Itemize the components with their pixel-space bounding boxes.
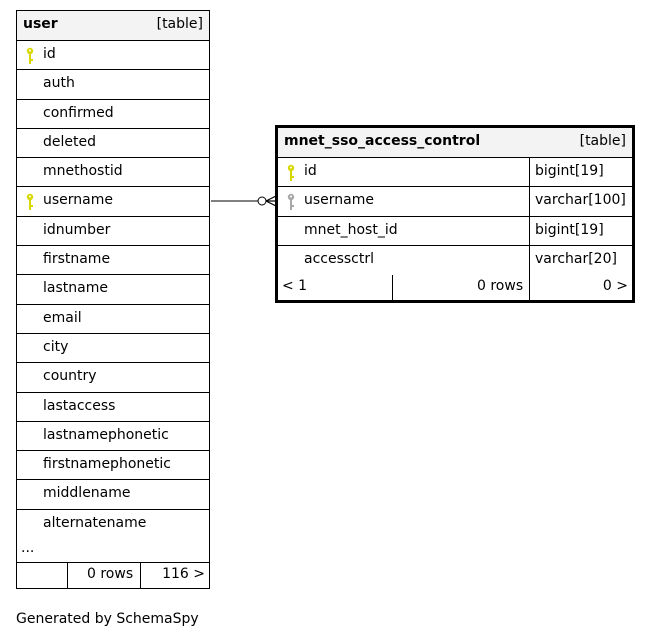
more-columns-ellipsis: ... <box>21 540 35 557</box>
generated-by-text: Generated by SchemaSpy <box>16 611 199 627</box>
user-more-row: ... <box>17 539 209 564</box>
column-name: firstnamephonetic <box>43 456 171 473</box>
user-table-header[interactable]: user [table] <box>17 11 209 41</box>
primary-key-icon <box>26 47 34 64</box>
sso-table-footer: < 1 0 rows 0 > <box>278 275 632 301</box>
column-row-alternatename[interactable]: alternatename <box>17 510 209 539</box>
column-name: confirmed <box>43 104 114 121</box>
column-name: accessctrl <box>304 250 375 267</box>
column-row-confirmed[interactable]: confirmed <box>17 100 209 129</box>
user-column-list: id auth confirmed deleted mnethostid username… <box>17 41 209 539</box>
user-table[interactable]: user [table] id auth confirmed deleted mneth… <box>16 10 210 590</box>
type-divider <box>529 158 530 187</box>
sso-table-header[interactable]: mnet_sso_access_control [table] <box>278 128 632 158</box>
column-row-mnet_host_id[interactable]: mnet_host_id bigint[19] <box>278 216 632 246</box>
primary-key-icon <box>287 164 295 181</box>
user-table-type: [table] <box>156 16 203 32</box>
column-row-city[interactable]: city <box>17 334 209 364</box>
zero-optional-marker <box>257 196 267 206</box>
column-row-username[interactable]: username varchar[100] <box>278 187 632 217</box>
column-name: firstname <box>43 251 111 268</box>
sso-footer-children[interactable]: 0 > <box>602 278 628 295</box>
column-name: middlename <box>43 485 131 502</box>
column-row-mnethostid[interactable]: mnethostid <box>17 158 209 188</box>
column-row-lastaccess[interactable]: lastaccess <box>17 393 209 422</box>
type-divider <box>529 187 530 216</box>
column-name: id <box>304 163 317 179</box>
column-name: lastaccess <box>43 397 116 414</box>
column-type: bigint[19] <box>535 163 604 179</box>
column-type: varchar[20] <box>535 250 617 267</box>
column-name: country <box>43 368 97 385</box>
column-name: username <box>304 192 374 209</box>
user-table-name: user <box>23 16 58 32</box>
column-row-lastnamephonetic[interactable]: lastnamephonetic <box>17 422 209 452</box>
column-row-firstnamephonetic[interactable]: firstnamephonetic <box>17 451 209 481</box>
footer-divider <box>67 563 68 589</box>
user-table-footer: 0 rows 116 > <box>17 563 209 589</box>
sso-column-list: id bigint[19] username varchar[100] mnet_hos… <box>278 158 632 276</box>
column-type: bigint[19] <box>535 221 604 238</box>
column-row-firstname[interactable]: firstname <box>17 246 209 276</box>
column-name: lastnamephonetic <box>43 426 169 443</box>
column-row-lastname[interactable]: lastname <box>17 275 209 305</box>
column-name: email <box>43 309 82 326</box>
type-divider <box>529 216 530 245</box>
user-footer-children[interactable]: 116 > <box>162 566 205 583</box>
user-footer-rows: 0 rows <box>87 566 134 583</box>
column-name: lastname <box>43 280 108 297</box>
column-row-auth[interactable]: auth <box>17 70 209 100</box>
column-name: id <box>43 46 56 62</box>
footer-divider <box>140 563 141 589</box>
column-row-middlename[interactable]: middlename <box>17 480 209 510</box>
sso-table-type: [table] <box>579 133 626 149</box>
primary-key-icon <box>26 194 34 211</box>
sso-footer-parents[interactable]: < 1 <box>282 278 308 295</box>
column-row-id[interactable]: id <box>17 41 209 71</box>
column-row-id[interactable]: id bigint[19] <box>278 158 632 188</box>
mnet-sso-access-control-table[interactable]: mnet_sso_access_control [table] id bigint… <box>275 125 635 304</box>
column-name: username <box>43 192 113 209</box>
footer-divider <box>392 275 393 301</box>
column-name: mnet_host_id <box>304 221 398 238</box>
column-row-username[interactable]: username <box>17 187 209 217</box>
column-row-idnumber[interactable]: idnumber <box>17 217 209 247</box>
foreign-key-icon <box>287 194 295 211</box>
column-row-country[interactable]: country <box>17 363 209 393</box>
column-type: varchar[100] <box>535 192 626 209</box>
sso-footer-rows: 0 rows <box>477 278 524 295</box>
sso-table-name: mnet_sso_access_control <box>284 133 481 149</box>
column-row-email[interactable]: email <box>17 305 209 334</box>
type-divider <box>529 245 530 276</box>
footer-divider <box>529 275 530 301</box>
column-name: mnethostid <box>43 163 123 180</box>
column-name: alternatename <box>43 514 147 531</box>
column-name: deleted <box>43 133 96 150</box>
column-row-accessctrl[interactable]: accessctrl varchar[20] <box>278 245 632 276</box>
column-row-deleted[interactable]: deleted <box>17 129 209 159</box>
column-name: idnumber <box>43 221 111 238</box>
column-name: city <box>43 338 69 355</box>
column-name: auth <box>43 75 75 92</box>
